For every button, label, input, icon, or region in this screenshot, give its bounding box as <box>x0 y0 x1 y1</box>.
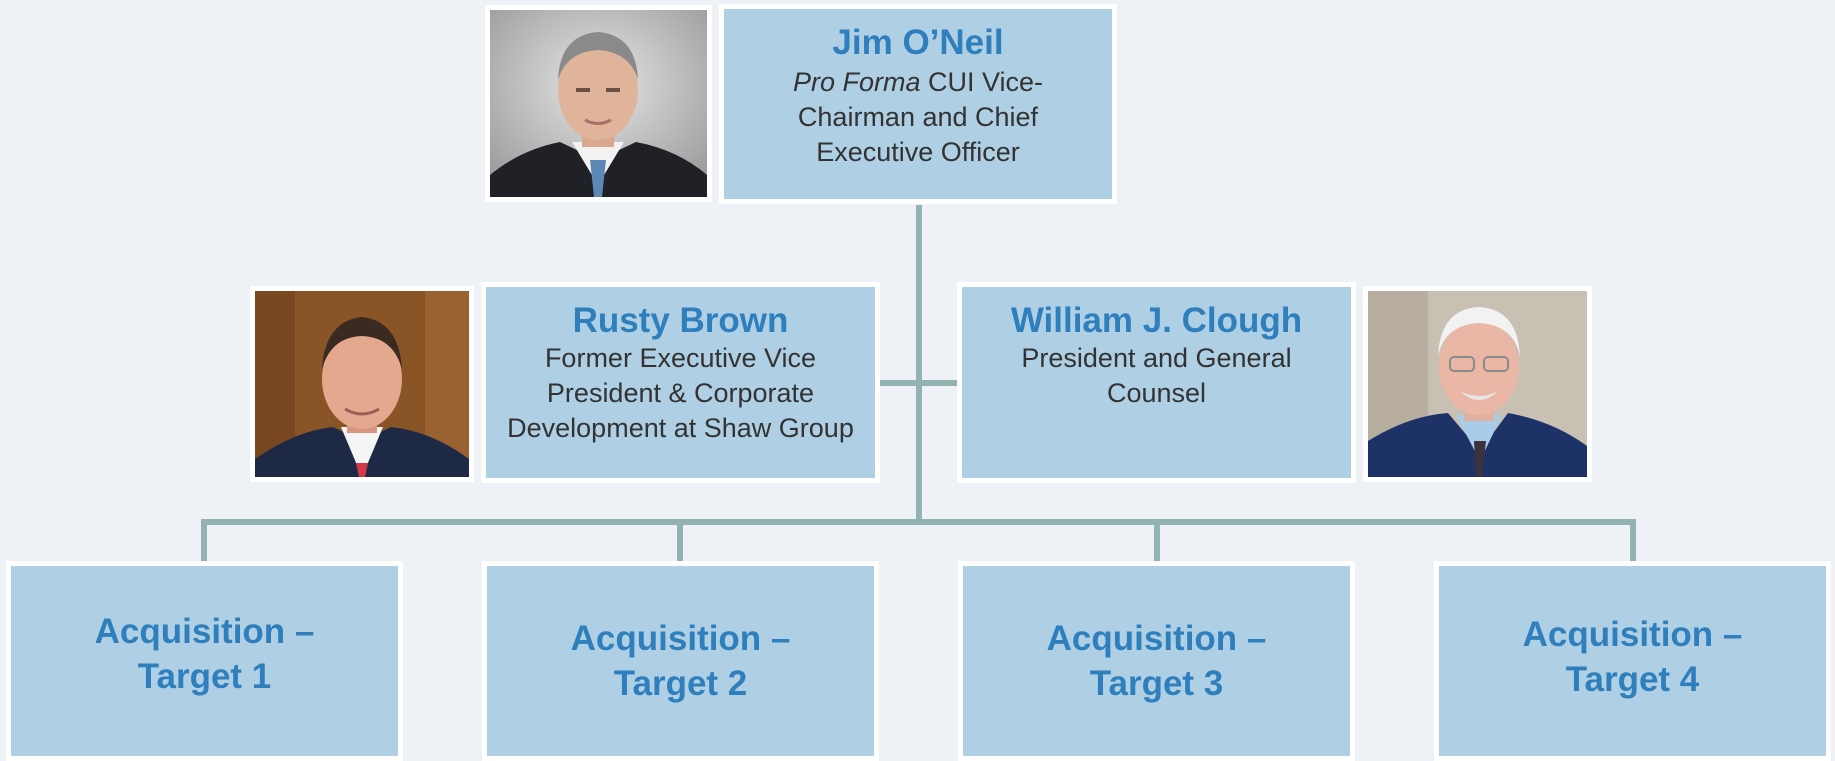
connector-acq-drop-3 <box>1154 519 1160 561</box>
acquisition-label: Acquisition – Target 3 <box>1046 619 1267 703</box>
acquisition-box-target-2: Acquisition – Target 2 <box>482 561 879 761</box>
ceo-photo <box>485 5 712 202</box>
acquisition-label: Acquisition – Target 2 <box>570 619 791 703</box>
exec-title-rusty-brown: Former Executive Vice President & Corpor… <box>507 343 854 443</box>
ceo-title-rest: CUI Vice- Chairman and Chief Executive O… <box>797 67 1044 167</box>
connector-acq-drop-4 <box>1630 519 1636 561</box>
acquisition-box-target-3: Acquisition – Target 3 <box>958 561 1355 761</box>
connector-acq-drop-2 <box>677 519 683 561</box>
exec-name-rusty-brown: Rusty Brown <box>572 301 789 340</box>
acquisition-box-target-4: Acquisition – Target 4 <box>1434 561 1831 761</box>
ceo-box: Jim O’Neil Pro Forma CUI Vice- Chairman … <box>719 4 1117 204</box>
connector-exec-bar <box>878 380 960 386</box>
exec-title-william-clough: President and General Counsel <box>1021 343 1292 408</box>
ceo-name: Jim O’Neil <box>832 23 1004 62</box>
connector-acq-drop-1 <box>201 519 207 561</box>
connector-acq-bar <box>201 519 1636 525</box>
ceo-title: Pro Forma CUI Vice- Chairman and Chief E… <box>793 65 1043 170</box>
william-clough-photo <box>1363 286 1592 482</box>
ceo-title-italic: Pro Forma <box>792 67 921 97</box>
exec-box-rusty-brown: Rusty Brown Former Executive Vice Presid… <box>481 282 880 483</box>
connector-ceo-trunk <box>916 205 922 525</box>
rusty-brown-photo <box>250 286 474 482</box>
exec-name-william-clough: William J. Clough <box>1010 301 1303 340</box>
acquisition-label: Acquisition – Target 1 <box>94 612 315 696</box>
acquisition-label: Acquisition – Target 4 <box>1522 615 1743 699</box>
exec-box-william-clough: William J. Clough President and General … <box>957 282 1356 483</box>
acquisition-box-target-1: Acquisition – Target 1 <box>6 561 403 761</box>
